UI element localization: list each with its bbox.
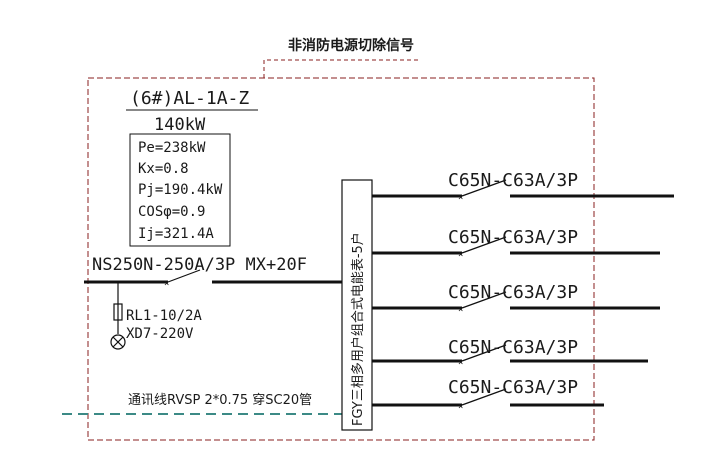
feeder-breaker-label: C65N-C63A/3P (448, 170, 578, 191)
feeder-breaker-contact (461, 236, 507, 254)
param-pe: Pe=238kW (138, 140, 206, 156)
outgoing-feeder-5: × C65N-C63A/3P (372, 377, 604, 412)
outgoing-feeder-2: × C65N-C63A/3P (372, 227, 660, 260)
feeder-breaker-contact (461, 388, 507, 406)
panel-boundary (87, 77, 595, 441)
feeder-breaker-label: C65N-C63A/3P (448, 337, 578, 358)
feeder-breaker-mark: × (458, 305, 463, 315)
lamp-label: XD7-220V (126, 326, 194, 342)
meter-box-label: FGY三相多用户组合式电能表-5户 (350, 232, 366, 426)
feeder-breaker-mark: × (458, 250, 463, 260)
feeder-breaker-contact (461, 344, 507, 362)
signal-leader (263, 59, 420, 78)
indicator-lamp-symbol (110, 334, 126, 350)
param-kx: Kx=0.8 (138, 161, 189, 177)
incoming-breaker-mark: × (164, 279, 169, 289)
param-ij: Ij=321.4A (138, 226, 214, 242)
param-pj: Pj=190.4kW (138, 182, 223, 198)
load-params-box (129, 133, 231, 247)
feeder-breaker-contact (461, 291, 507, 309)
outgoing-feeder-4: × C65N-C63A/3P (372, 337, 648, 368)
outgoing-feeder-1: × C65N-C63A/3P (372, 170, 674, 203)
incoming-breaker-label: NS250N-250A/3P MX+20F (92, 255, 307, 275)
feeder-breaker-label: C65N-C63A/3P (448, 227, 578, 248)
comm-cable-label: 通讯线RVSP 2*0.75 穿SC20管 (128, 392, 312, 408)
feeder-breaker-label: C65N-C63A/3P (448, 377, 578, 398)
fuse-label: RL1-10/2A (126, 308, 202, 324)
outgoing-feeder-3: × C65N-C63A/3P (372, 282, 660, 315)
feeder-breaker-contact (461, 179, 507, 197)
feeder-breaker-mark: × (458, 402, 463, 412)
meter-box (341, 179, 373, 431)
feeder-breaker-mark: × (458, 193, 463, 203)
param-cos: COSφ=0.9 (138, 204, 205, 220)
lamp-cross-b (112, 336, 124, 348)
feeder-breaker-label: C65N-C63A/3P (448, 282, 578, 303)
feeder-breaker-mark: × (458, 358, 463, 368)
fuse-symbol (113, 303, 123, 321)
signal-label: 非消防电源切除信号 (288, 37, 414, 54)
panel-name: (6#)AL-1A-Z (130, 88, 249, 109)
incoming-breaker-contact (167, 269, 201, 283)
panel-power: 140kW (154, 115, 206, 135)
